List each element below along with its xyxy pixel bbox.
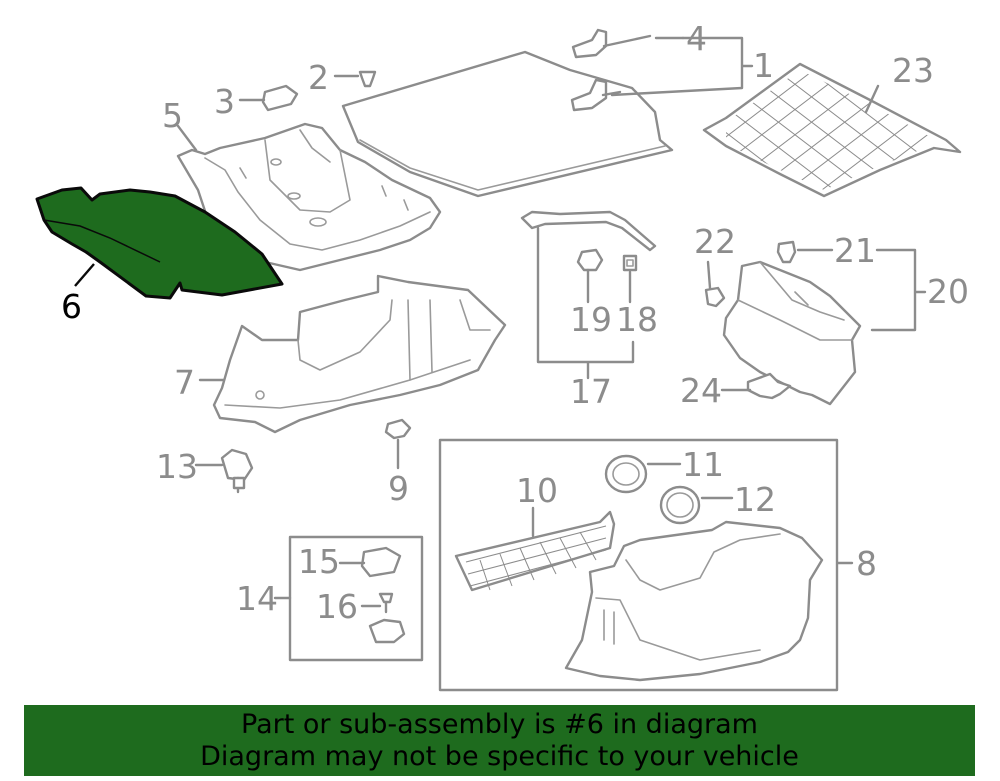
part-7-side-trim-left[interactable] <box>212 274 507 434</box>
part-22-clip[interactable] <box>704 286 726 308</box>
parts-diagram: 1 2 3 4 5 6 7 8 9 10 11 12 13 14 15 16 1… <box>35 19 980 692</box>
part-10-net-panel[interactable] <box>454 510 616 592</box>
footer-line-2: Diagram may not be specific to your vehi… <box>200 740 799 772</box>
callout-1[interactable]: 1 <box>753 46 774 85</box>
part-6-trunk-mat[interactable] <box>35 186 284 300</box>
callout-18[interactable]: 18 <box>616 300 658 339</box>
callout-19[interactable]: 19 <box>570 300 612 339</box>
callout-16[interactable]: 16 <box>316 587 358 626</box>
callout-5[interactable]: 5 <box>162 96 183 135</box>
part-2-clip[interactable] <box>358 70 377 88</box>
callout-2[interactable]: 2 <box>308 58 329 97</box>
part-23-cargo-net[interactable] <box>630 40 980 270</box>
part-11-grommet[interactable] <box>604 454 648 494</box>
part-4-hook[interactable] <box>570 28 652 112</box>
callout-14[interactable]: 14 <box>236 579 278 618</box>
callout-7[interactable]: 7 <box>174 363 195 402</box>
part-8-side-trim-right[interactable] <box>564 520 824 682</box>
part-17-sill-trim[interactable] <box>520 210 657 252</box>
callout-23[interactable]: 23 <box>892 51 934 90</box>
part-15-cap[interactable] <box>360 546 402 578</box>
part-13-hook[interactable] <box>220 448 254 494</box>
part-16-clip[interactable] <box>368 592 406 644</box>
callout-9[interactable]: 9 <box>388 469 409 508</box>
part-19-clip[interactable] <box>576 248 604 272</box>
callout-labels: 1 2 3 4 5 6 7 8 9 10 11 12 13 14 15 16 1… <box>61 19 969 626</box>
part-12-grommet[interactable] <box>659 485 701 525</box>
footer-line-1: Part or sub-assembly is #6 in diagram <box>241 708 758 740</box>
callout-12[interactable]: 12 <box>734 480 776 519</box>
callout-3[interactable]: 3 <box>214 82 235 121</box>
part-3-bracket[interactable] <box>261 84 299 112</box>
callout-20[interactable]: 20 <box>927 272 969 311</box>
leader-lines <box>74 36 927 608</box>
group-8-box <box>438 438 839 692</box>
callout-21[interactable]: 21 <box>834 231 876 270</box>
part-18-clip[interactable] <box>622 254 638 272</box>
callout-15[interactable]: 15 <box>298 542 340 581</box>
part-9-clip[interactable] <box>384 418 412 440</box>
callout-22[interactable]: 22 <box>694 222 736 261</box>
callout-13[interactable]: 13 <box>156 447 198 486</box>
part-1-floor-board[interactable] <box>341 50 674 198</box>
footer-banner: Part or sub-assembly is #6 in diagram Di… <box>24 705 975 776</box>
callout-10[interactable]: 10 <box>516 471 558 510</box>
part-21-clip[interactable] <box>776 240 797 264</box>
callout-17[interactable]: 17 <box>570 372 612 411</box>
callout-8[interactable]: 8 <box>856 544 877 583</box>
part-20-right-panel[interactable] <box>722 260 862 406</box>
callout-11[interactable]: 11 <box>682 445 724 484</box>
callout-6[interactable]: 6 <box>61 287 82 326</box>
part-24-bracket[interactable] <box>746 372 792 400</box>
callout-4[interactable]: 4 <box>686 19 707 58</box>
callout-24[interactable]: 24 <box>680 371 722 410</box>
part-5-storage-tray[interactable] <box>176 122 442 272</box>
